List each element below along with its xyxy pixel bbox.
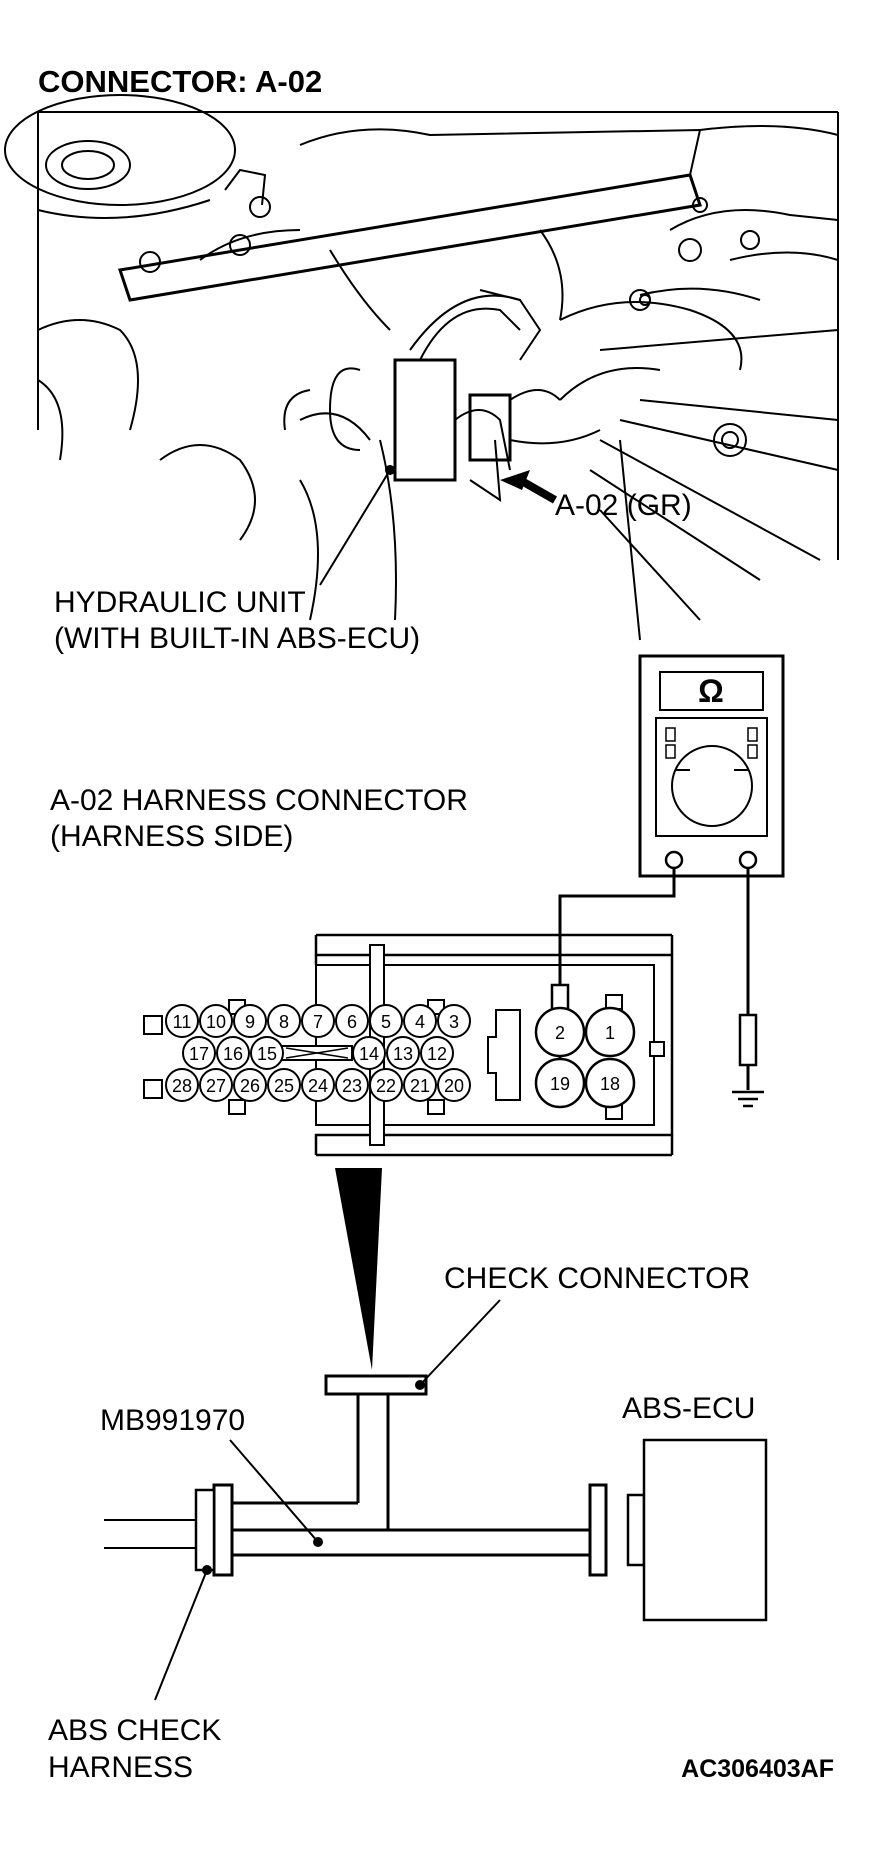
abs-check-harness-leader-line bbox=[154, 1569, 208, 1701]
pin-label: 6 bbox=[347, 1012, 357, 1032]
pin-circle bbox=[403, 1004, 437, 1038]
pin-circle bbox=[165, 1068, 199, 1102]
pin-label: 22 bbox=[376, 1076, 396, 1096]
pin-circle bbox=[386, 1036, 420, 1070]
pin-label: 5 bbox=[381, 1012, 391, 1032]
pin-label-large: 19 bbox=[550, 1074, 570, 1094]
pins-small-row2: 17 16 15 14 13 12 bbox=[182, 1036, 454, 1070]
harness-connector-label-line2: (HARNESS SIDE) bbox=[50, 820, 293, 853]
tool-label: MB991970 bbox=[100, 1404, 245, 1437]
abs-check-harness-leader-dot bbox=[202, 1565, 212, 1575]
pin-label: 12 bbox=[427, 1044, 447, 1064]
pin-label: 21 bbox=[410, 1076, 430, 1096]
check-connector-leader-line bbox=[419, 1299, 501, 1386]
pin-circle bbox=[165, 1004, 199, 1038]
pin-circle bbox=[267, 1004, 301, 1038]
pin-circle bbox=[233, 1004, 267, 1038]
pins-small-row1: 11 10 9 8 7 6 5 4 3 bbox=[165, 1004, 471, 1038]
check-connector-leader-dot bbox=[415, 1380, 425, 1390]
pin-circle bbox=[403, 1068, 437, 1102]
ohmmeter-omega-symbol: Ω bbox=[698, 673, 724, 709]
connector-callout-line bbox=[518, 476, 557, 504]
hydraulic-unit-label-line2: (WITH BUILT-IN ABS-ECU) bbox=[54, 622, 420, 655]
pin-label: 28 bbox=[172, 1076, 192, 1096]
pin-label-large: 18 bbox=[600, 1074, 620, 1094]
hydraulic-unit-label-line1: HYDRAULIC UNIT bbox=[54, 586, 306, 619]
pin-label: 25 bbox=[274, 1076, 294, 1096]
pin-label: 27 bbox=[206, 1076, 226, 1096]
pin-circle bbox=[352, 1036, 386, 1070]
pin-label: 24 bbox=[308, 1076, 328, 1096]
pin-label: 4 bbox=[415, 1012, 425, 1032]
engine-bay-illustration bbox=[4, 94, 839, 641]
connector-callout-label: A-02 (GR) bbox=[555, 489, 692, 522]
pin-label: 23 bbox=[342, 1076, 362, 1096]
pin-label: 7 bbox=[313, 1012, 323, 1032]
positive-test-lead bbox=[558, 868, 676, 985]
pin-label: 14 bbox=[359, 1044, 379, 1064]
pin-label: 10 bbox=[206, 1012, 226, 1032]
abs-check-harness-label-line1: ABS CHECK bbox=[48, 1714, 221, 1747]
connector-pins: 11 10 9 8 7 6 5 4 3 17 16 15 14 bbox=[165, 1004, 636, 1109]
pin-circle bbox=[301, 1068, 335, 1102]
pin-circle bbox=[437, 1004, 471, 1038]
pin-circle-large bbox=[534, 1057, 586, 1109]
abs-ecu-label: ABS-ECU bbox=[622, 1392, 755, 1425]
pin-circle-large bbox=[584, 1006, 636, 1058]
pin-circle bbox=[437, 1068, 471, 1102]
abs-check-harness-label-line2: HARNESS bbox=[48, 1751, 193, 1784]
pin-label: 16 bbox=[223, 1044, 243, 1064]
pin-circle bbox=[182, 1036, 216, 1070]
pin-circle bbox=[199, 1004, 233, 1038]
pin-label: 9 bbox=[245, 1012, 255, 1032]
check-harness-schematic bbox=[104, 1374, 768, 1622]
pins-large: 2 1 19 18 bbox=[534, 1006, 636, 1109]
pin-label: 20 bbox=[444, 1076, 464, 1096]
harness-connector-label-line1: A-02 HARNESS CONNECTOR bbox=[50, 784, 468, 817]
pin-label: 11 bbox=[173, 1012, 192, 1032]
ohmmeter bbox=[638, 654, 785, 878]
pin-label: 15 bbox=[257, 1044, 277, 1064]
pin-circle-large bbox=[584, 1057, 636, 1109]
pin-label: 13 bbox=[393, 1044, 413, 1064]
hydraulic-unit-leader-dot bbox=[385, 465, 395, 475]
pin-circle bbox=[335, 1004, 369, 1038]
pin-label: 26 bbox=[240, 1076, 260, 1096]
pin-circle bbox=[301, 1004, 335, 1038]
pin-label-large: 2 bbox=[555, 1023, 565, 1043]
pin-label-large: 1 bbox=[605, 1023, 615, 1043]
pin-circle bbox=[199, 1068, 233, 1102]
pin-circle bbox=[233, 1068, 267, 1102]
pins-small-row3: 28 27 26 25 24 23 22 21 20 bbox=[165, 1068, 471, 1102]
pin-label: 17 bbox=[189, 1044, 209, 1064]
pin-label: 3 bbox=[449, 1012, 459, 1032]
pin-circle bbox=[335, 1068, 369, 1102]
pin-circle-large bbox=[534, 1006, 586, 1058]
pin-circle bbox=[250, 1036, 284, 1070]
figure-title: CONNECTOR: A-02 bbox=[38, 64, 322, 99]
tool-leader-dot bbox=[313, 1537, 323, 1547]
pin-circle bbox=[420, 1036, 454, 1070]
check-connector-label: CHECK CONNECTOR bbox=[444, 1262, 750, 1295]
tool-leader-line bbox=[229, 1439, 319, 1543]
ground-icon bbox=[732, 1090, 764, 1108]
pin-circle bbox=[267, 1068, 301, 1102]
pin-circle bbox=[369, 1004, 403, 1038]
pin-circle bbox=[369, 1068, 403, 1102]
negative-probe bbox=[738, 1013, 758, 1067]
view-direction-arrow bbox=[335, 1168, 382, 1370]
pin-label: 8 bbox=[279, 1012, 289, 1032]
pin-circle bbox=[216, 1036, 250, 1070]
hydraulic-unit-leader-line bbox=[319, 469, 391, 586]
figure-code: AC306403AF bbox=[681, 1755, 834, 1783]
